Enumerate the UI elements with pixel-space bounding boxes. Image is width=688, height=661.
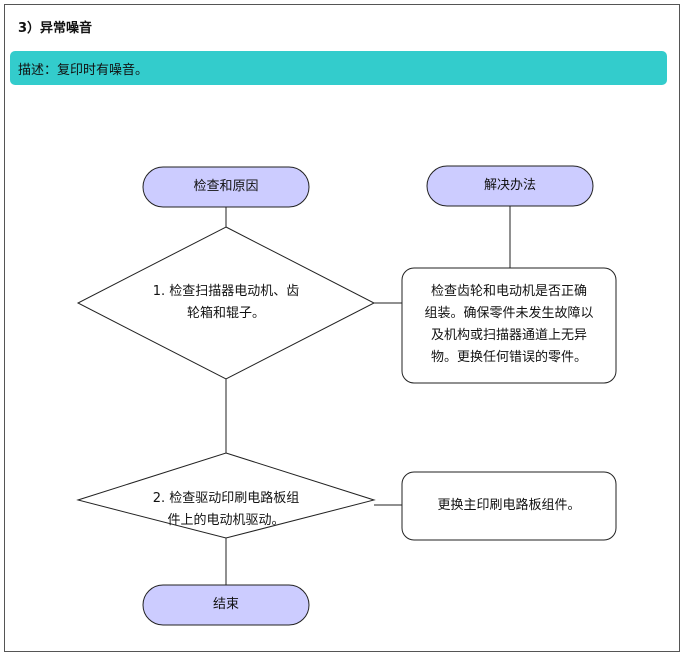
end-terminal-label-wrap: 结束 <box>143 585 309 625</box>
check2-label-line2: 件上的电动机驱动。 <box>167 513 285 528</box>
check2-label: 2. 检查驱动印刷电路板组 件上的电动机驱动。 <box>128 486 324 534</box>
check2-label-line1: 2. 检查驱动印刷电路板组 <box>152 491 300 506</box>
solution1-label-line1: 检查齿轮和电动机是否正确 <box>430 284 587 299</box>
solution2-label: 更换主印刷电路板组件。 <box>437 498 581 513</box>
solution1-label: 检查齿轮和电动机是否正确 组装。确保零件未发生故障以 及机构或扫描器通道上无异 … <box>402 275 616 375</box>
check1-label-line1: 1. 检查扫描器电动机、齿 <box>152 284 300 299</box>
description-bar: 描述：复印时有噪音。 <box>10 51 667 85</box>
start-terminal <box>142 166 310 208</box>
description-text: 描述：复印时有噪音。 <box>18 62 149 78</box>
solution2-label-wrap: 更换主印刷电路板组件。 <box>402 472 616 540</box>
check1-decision <box>76 226 376 380</box>
end-terminal <box>142 584 310 626</box>
end-terminal-label: 结束 <box>212 597 239 612</box>
section-title: 3）异常噪音 <box>18 21 93 36</box>
solution-header-label-wrap: 解决办法 <box>427 166 593 206</box>
solution1-label-line2: 组装。确保零件未发生故障以 <box>424 306 594 321</box>
solution1-box <box>401 267 617 384</box>
solution1-label-line4: 物。更换任何错误的零件。 <box>430 350 587 365</box>
solution-header-label: 解决办法 <box>483 178 536 193</box>
check1-label-line2: 轮箱和辊子。 <box>186 306 265 321</box>
solution-header-terminal <box>426 165 594 207</box>
check2-decision <box>76 452 376 539</box>
check1-label: 1. 检查扫描器电动机、齿 轮箱和辊子。 <box>128 279 324 327</box>
solution1-label-line3: 及机构或扫描器通道上无异 <box>430 328 587 343</box>
solution2-box <box>401 471 617 541</box>
start-terminal-label: 检查和原因 <box>193 179 259 194</box>
start-terminal-label-wrap: 检查和原因 <box>143 167 309 207</box>
